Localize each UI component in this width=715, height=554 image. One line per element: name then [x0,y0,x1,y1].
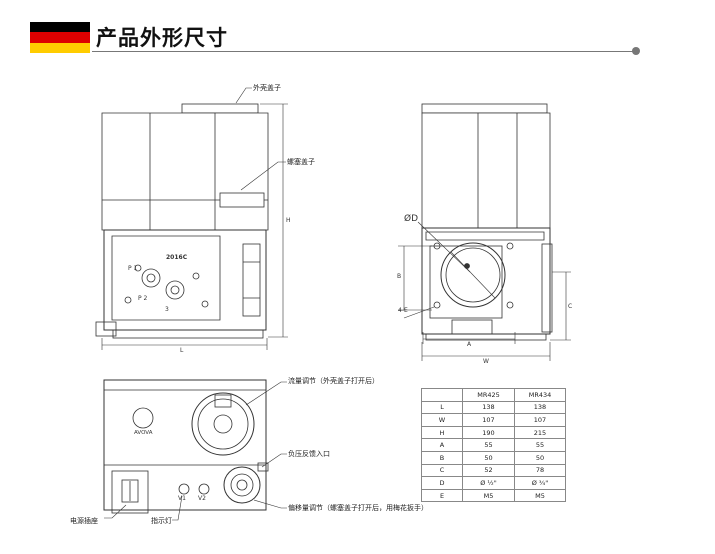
callout-neg-pressure-port: 负压反馈入口 [288,450,330,458]
dim-label-w: W [483,358,489,365]
callout-offset-adjust: 偏移量调节（螺塞盖子打开后，用梅花扳手） [288,504,428,512]
front-view [95,87,288,350]
indicator-v2: V2 [198,495,206,502]
table-cell: M5 [514,488,566,503]
table-cell: L [421,400,463,415]
table-cell: W [421,413,463,427]
callout-outer-cover: 外壳盖子 [253,84,281,92]
callout-flow-adjust: 流量调节（外壳盖子打开后） [288,377,379,385]
table-cell: C [421,463,463,478]
table-cell: 215 [514,425,566,440]
table-row: H 190 215 [421,425,566,440]
dim-label-e: 4-E [398,307,408,314]
callout-power-socket: 电源插座 [70,517,98,525]
dimension-table: MR425 MR434 L 138 138 W 107 107 H 190 21… [421,388,566,503]
dim-label-b: B [397,273,402,280]
table-cell: H [421,425,463,440]
table-header-cell [421,388,463,402]
table-row: D Ø ½" Ø ¾" [421,476,566,490]
flag-stripe-gold [30,42,90,53]
table-row: L 138 138 [421,400,566,415]
table-cell: 50 [514,450,566,465]
indicator-v1: V1 [178,495,186,502]
table-row: W 107 107 [421,413,566,427]
table-cell: 107 [462,413,515,427]
header-rule [92,51,637,52]
brand-mark: AVOVA [134,430,153,436]
table-cell: 78 [514,463,566,478]
table-cell: Ø ½" [462,476,515,490]
table-cell: 190 [462,425,515,440]
port-label-3: 3 [165,306,169,313]
port-label-p2: P 2 [138,295,148,302]
table-row: B 50 50 [421,450,566,465]
table-header-cell: MR434 [514,388,566,402]
table-cell: 55 [514,438,566,452]
flag-stripe-black [30,22,90,33]
table-header-cell: MR425 [462,388,515,402]
dim-label-c: C [568,303,573,310]
table-row: A 55 55 [421,438,566,452]
callout-screw-cap: 螺塞盖子 [287,158,315,166]
dim-label-d: ØD [404,214,419,224]
dim-label-l: L [180,347,184,354]
table-cell: 138 [462,400,515,415]
model-stamp: 2016C [166,254,188,261]
table-cell: 138 [514,400,566,415]
header-rule-dot [632,47,640,55]
top-view [103,379,287,521]
table-cell: D [421,476,463,490]
table-row: C 52 78 [421,463,566,478]
table-row: E M5 M5 [421,488,566,503]
flag-stripe-red [30,32,90,43]
table-cell: 55 [462,438,515,452]
table-cell: 52 [462,463,515,478]
german-flag-icon [30,22,90,53]
table-cell: E [421,488,463,503]
table-cell: Ø ¾" [514,476,566,490]
table-cell: M5 [462,488,515,503]
dim-label-h: H [286,217,291,224]
callout-indicator-light: 指示灯 [151,517,172,525]
dim-label-a: A [467,341,472,348]
table-cell: A [421,438,463,452]
table-cell: 50 [462,450,515,465]
table-cell: 107 [514,413,566,427]
table-cell: B [421,450,463,465]
table-header-row: MR425 MR434 [421,388,566,402]
port-label-p1: P 1 [128,265,138,272]
side-view [398,103,571,361]
page-title: 产品外形尺寸 [96,26,228,50]
